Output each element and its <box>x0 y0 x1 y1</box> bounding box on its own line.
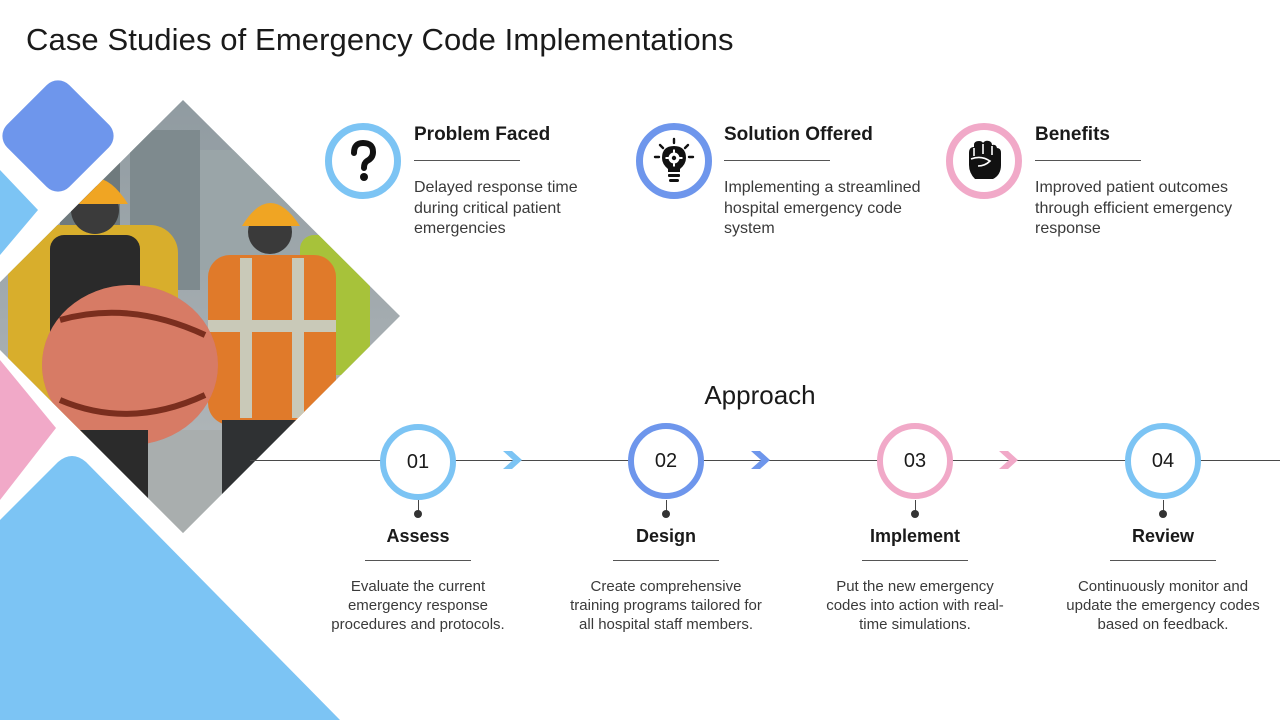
step-assess-heading: Assess <box>386 526 450 546</box>
card-solution-divider <box>724 160 830 161</box>
card-problem-heading: Problem Faced <box>414 124 551 145</box>
decor-triangle-light-blue <box>0 456 340 720</box>
step-connector <box>418 500 419 514</box>
decorative-shapes <box>0 80 400 720</box>
card-problem-divider <box>414 160 520 161</box>
card-benefits-text: Improved patient outcomes through effici… <box>1035 179 1233 237</box>
card-solution-heading: Solution Offered <box>724 124 873 145</box>
decor-diamond-pink <box>0 360 56 500</box>
step-connector-dot <box>662 510 670 518</box>
step-connector-dot <box>414 510 422 518</box>
page-title: Case Studies of Emergency Code Implement… <box>26 22 734 57</box>
step-connector-dot <box>911 510 919 518</box>
card-solution-icon-ring <box>636 123 712 199</box>
card-benefits-heading: Benefits <box>1035 124 1110 145</box>
chevron-right-icon <box>751 451 770 469</box>
step-design-number: 02 <box>628 423 704 499</box>
raised-fist-icon <box>969 140 1001 179</box>
step-assess-text: Evaluate the current emergency response … <box>331 578 505 633</box>
step-connector <box>915 500 916 514</box>
card-problem-text: Delayed response time during critical pa… <box>414 179 578 237</box>
step-connector <box>1163 500 1164 514</box>
step-assess-divider <box>365 560 471 561</box>
step-design-heading: Design <box>635 526 696 546</box>
approach-title: Approach <box>704 380 816 410</box>
step-review-heading: Review <box>1131 526 1195 546</box>
step-review-divider <box>1110 560 1216 561</box>
decor-sliver-light-blue <box>0 170 38 255</box>
step-design-divider <box>613 560 719 561</box>
decor-diamond-blue <box>2 80 114 192</box>
lightbulb-gear-icon <box>653 137 695 182</box>
step-implement-text: Put the new emergency codes into action … <box>826 578 1004 633</box>
step-review-text: Continuously monitor and update the emer… <box>1066 578 1260 633</box>
step-connector <box>666 500 667 514</box>
step-connector-dot <box>1159 510 1167 518</box>
card-problem-icon-ring <box>325 123 401 199</box>
card-benefits-divider <box>1035 160 1141 161</box>
chevron-right-icon <box>503 451 522 469</box>
card-benefits-icon-ring <box>946 123 1022 199</box>
step-design-text: Create comprehensive training programs t… <box>570 578 762 633</box>
step-implement-divider <box>862 560 968 561</box>
step-implement-number: 03 <box>877 423 953 499</box>
step-implement-heading: Implement <box>869 526 961 546</box>
step-review-number: 04 <box>1125 423 1201 499</box>
card-solution-text: Implementing a streamlined hospital emer… <box>724 179 921 237</box>
step-assess-number: 01 <box>380 424 456 500</box>
chevron-right-icon <box>999 451 1018 469</box>
question-mark-icon <box>351 139 377 181</box>
